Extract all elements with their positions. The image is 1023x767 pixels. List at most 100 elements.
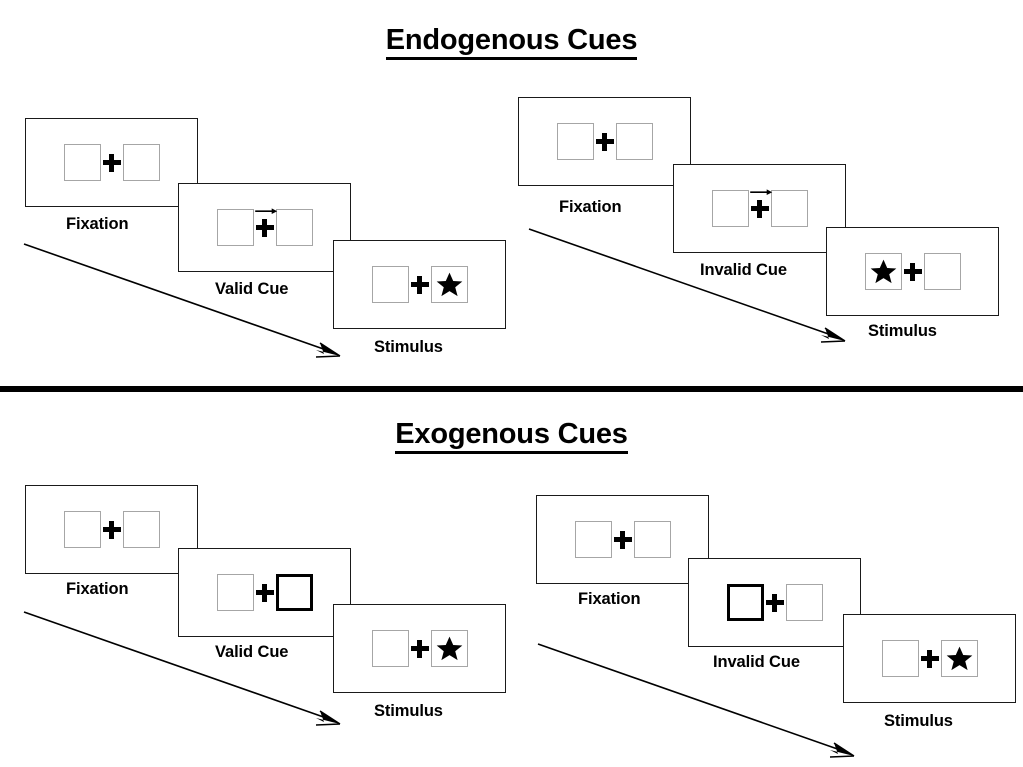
plus-icon — [750, 199, 769, 218]
left-box — [63, 511, 101, 548]
frame-content — [537, 496, 708, 583]
right-box — [785, 584, 823, 621]
frame-exogenous-invalid-stimulus — [843, 614, 1016, 703]
plus-icon — [255, 583, 274, 602]
box-row — [216, 207, 313, 246]
plus-icon — [920, 649, 939, 668]
frame-exogenous-invalid-cue — [688, 558, 861, 647]
arrow-right-icon — [254, 207, 277, 214]
time-flow-arrow-exogenous-invalid — [537, 643, 855, 758]
frame-content — [179, 184, 350, 271]
left-box — [556, 123, 594, 160]
center-gap — [902, 262, 924, 281]
frame-content — [179, 549, 350, 636]
plus-icon — [765, 593, 784, 612]
plus-icon — [410, 639, 429, 658]
star-icon — [870, 259, 896, 284]
left-box — [216, 574, 254, 611]
caption-endogenous-invalid-cue: Invalid Cue — [700, 261, 787, 279]
section-divider — [0, 386, 1023, 392]
left-box — [371, 266, 409, 303]
caption-endogenous-valid-cue: Valid Cue — [215, 280, 289, 298]
caption-exogenous-invalid-stimulus: Stimulus — [884, 712, 953, 730]
center-gap — [101, 153, 123, 172]
right-box — [275, 209, 313, 246]
frame-endogenous-valid-fixation — [25, 118, 198, 207]
box-row — [63, 144, 160, 181]
right-box — [940, 640, 978, 677]
caption-exogenous-valid-fixation: Fixation — [66, 580, 129, 598]
frame-endogenous-valid-stimulus — [333, 240, 506, 329]
caption-endogenous-valid-fixation: Fixation — [66, 215, 129, 233]
left-box — [216, 209, 254, 246]
frame-exogenous-valid-fixation — [25, 485, 198, 574]
center-gap — [749, 188, 772, 218]
frame-endogenous-invalid-stimulus — [826, 227, 999, 316]
left-box — [711, 190, 749, 227]
caption-exogenous-valid-cue: Valid Cue — [215, 643, 289, 661]
right-box — [122, 511, 160, 548]
star-icon — [946, 646, 972, 671]
center-gap — [254, 583, 276, 602]
left-box — [63, 144, 101, 181]
box-row — [864, 253, 961, 290]
center-gap — [409, 275, 431, 294]
star-icon — [436, 636, 462, 661]
box-row — [216, 574, 313, 611]
center-gap — [594, 132, 616, 151]
section-title-endogenous-text: Endogenous Cues — [385, 24, 637, 60]
caption-endogenous-invalid-fixation: Fixation — [559, 198, 622, 216]
left-box — [864, 253, 902, 290]
plus-icon — [903, 262, 922, 281]
section-title-exogenous: Exogenous Cues — [0, 418, 1023, 454]
frame-content — [674, 165, 845, 252]
box-row — [556, 123, 653, 160]
right-box — [615, 123, 653, 160]
center-gap — [101, 520, 123, 539]
plus-icon — [102, 520, 121, 539]
right-box — [633, 521, 671, 558]
caption-exogenous-valid-stimulus: Stimulus — [374, 702, 443, 720]
section-title-exogenous-text: Exogenous Cues — [395, 418, 628, 454]
frame-content — [844, 615, 1015, 702]
center-gap — [764, 593, 786, 612]
right-box — [430, 630, 468, 667]
center-gap — [919, 649, 941, 668]
section-title-endogenous: Endogenous Cues — [0, 24, 1023, 60]
box-row — [63, 511, 160, 548]
frame-content — [334, 241, 505, 328]
frame-exogenous-valid-cue — [178, 548, 351, 637]
right-box — [770, 190, 808, 227]
frame-exogenous-invalid-fixation — [536, 495, 709, 584]
frame-content — [334, 605, 505, 692]
left-box — [371, 630, 409, 667]
center-gap — [612, 530, 634, 549]
left-box-cued — [726, 584, 764, 621]
frame-content — [827, 228, 998, 315]
box-row — [881, 640, 978, 677]
center-gap — [254, 207, 277, 237]
plus-icon — [255, 218, 274, 237]
left-box — [881, 640, 919, 677]
frame-endogenous-invalid-fixation — [518, 97, 691, 186]
right-box — [430, 266, 468, 303]
plus-icon — [613, 530, 632, 549]
frame-exogenous-valid-stimulus — [333, 604, 506, 693]
box-row — [574, 521, 671, 558]
frame-content — [519, 98, 690, 185]
star-icon — [436, 272, 462, 297]
caption-exogenous-invalid-fixation: Fixation — [578, 590, 641, 608]
right-box-cued — [275, 574, 313, 611]
plus-icon — [102, 153, 121, 172]
frame-endogenous-invalid-cue — [673, 164, 846, 253]
right-box — [122, 144, 160, 181]
box-row — [371, 266, 468, 303]
plus-icon — [410, 275, 429, 294]
plus-icon — [595, 132, 614, 151]
frame-content — [26, 486, 197, 573]
frame-endogenous-valid-cue — [178, 183, 351, 272]
center-gap — [409, 639, 431, 658]
right-box — [923, 253, 961, 290]
box-row — [711, 188, 808, 227]
